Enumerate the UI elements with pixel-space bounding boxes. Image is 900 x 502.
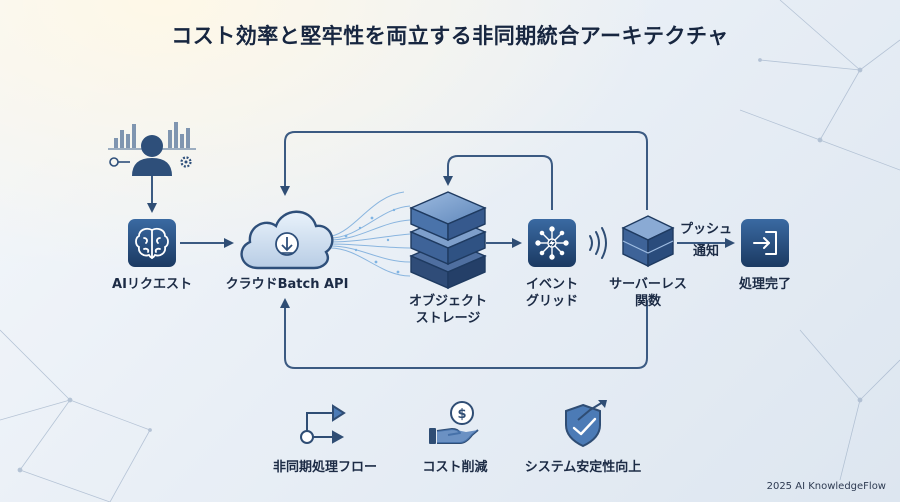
cube-icon [621, 215, 675, 268]
sign-in-icon [753, 231, 777, 255]
outer-loop-bottom [280, 298, 648, 369]
signal-wave-icon [589, 227, 607, 259]
event-network-icon [535, 226, 569, 260]
label-serverless-line2: 関数 [634, 294, 661, 309]
async-flow-icon [300, 404, 346, 444]
connectors [147, 131, 735, 369]
push-notification-label: プッシュ 通知 [670, 220, 742, 262]
svg-text:$: $ [457, 407, 466, 422]
label-serverless-line1: サーバーレス [609, 277, 687, 292]
layered-storage-icon [409, 191, 487, 290]
label-done: 処理完了 [738, 277, 791, 292]
legend-cost-reduction: コスト削減 [422, 460, 488, 475]
shield-growth-icon [565, 400, 607, 448]
push-label-line1: プッシュ [679, 222, 732, 237]
footer-copyright: 2025 AI KnowledgeFlow [766, 481, 886, 492]
outer-loop-top [280, 131, 648, 210]
data-stream-lines [329, 191, 411, 277]
brain-icon [135, 227, 169, 259]
inner-loop [443, 155, 553, 210]
label-event-grid-line1: イベント [525, 277, 578, 292]
label-batch-api: クラウドBatch API [225, 277, 349, 292]
label-ai-request: AIリクエスト [112, 277, 192, 292]
legend-stability: システム安定性向上 [524, 460, 642, 475]
done-tile [741, 219, 789, 267]
label-event-grid: イベント グリッド [497, 276, 607, 310]
legend-async-flow: 非同期処理フロー [272, 460, 377, 475]
storage-slab-top [409, 191, 487, 242]
push-label-line2: 通知 [692, 244, 719, 259]
label-event-grid-line2: グリッド [525, 294, 578, 309]
coin-hand-icon: $ [429, 401, 479, 444]
label-object-storage-line2: ストレージ [415, 311, 481, 326]
page-title: コスト効率と堅牢性を両立する非同期統合アーキテクチャ [171, 24, 729, 48]
data-stream-dots [344, 208, 400, 274]
cloud-download-icon [240, 210, 334, 270]
label-object-storage-line1: オブジェクト [408, 294, 487, 309]
label-object-storage: オブジェクト ストレージ [388, 293, 508, 327]
label-serverless: サーバーレス 関数 [588, 276, 708, 310]
event-grid-tile [528, 219, 576, 267]
user-analytics-icon [108, 122, 196, 176]
ai-request-tile [128, 219, 176, 267]
